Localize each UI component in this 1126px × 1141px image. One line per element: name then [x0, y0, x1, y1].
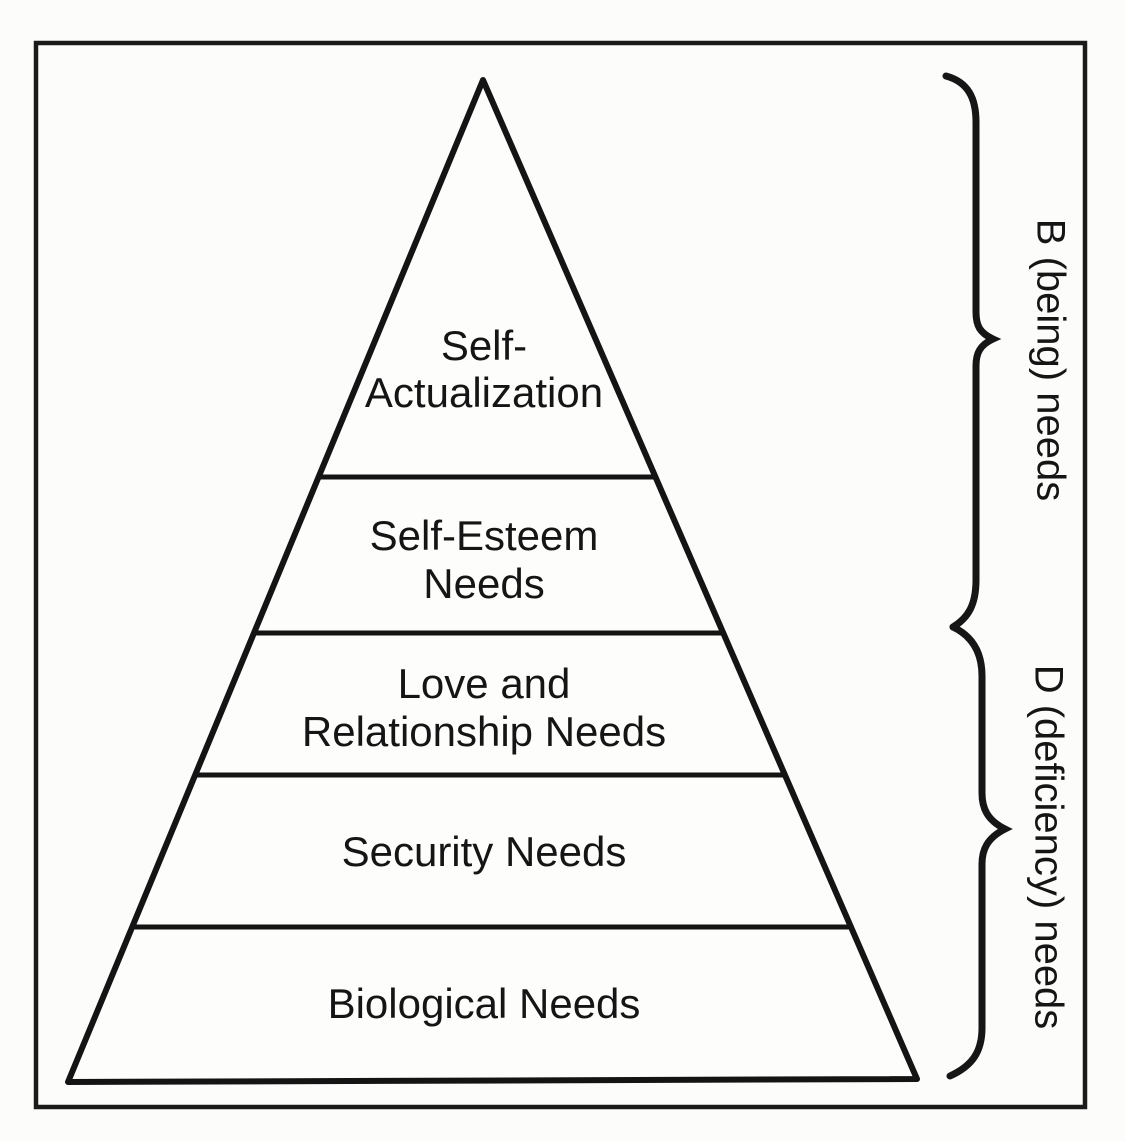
level-label-security: Security Needs [184, 828, 784, 875]
level-label-line: Actualization [364, 369, 604, 416]
frame-border [33, 40, 1088, 1110]
level-label-biological: Biological Needs [184, 980, 784, 1027]
brace-being-needs [942, 72, 1002, 631]
level-label-line: Love and [397, 660, 571, 707]
annotation-deficiency-needs: D (deficiency) needs [1026, 664, 1071, 1030]
level-label-line: Self-Esteem [369, 512, 599, 559]
level-label-self-actualization: Self- Actualization [184, 322, 784, 416]
pyramid-outline [65, 77, 920, 1085]
annotation-braces [942, 72, 1013, 1080]
level-label-line: Self- [440, 322, 528, 369]
level-label-line: Relationship Needs [301, 708, 667, 755]
level-label-love-relationship: Love and Relationship Needs [184, 660, 784, 756]
brace-deficiency-needs [946, 623, 1013, 1080]
level-label-line: Needs [423, 560, 545, 607]
level-label-line: Security Needs [341, 828, 627, 875]
level-dividers [132, 474, 852, 930]
level-label-line: Biological Needs [327, 980, 641, 1027]
level-label-self-esteem: Self-Esteem Needs [184, 512, 784, 608]
annotation-being-needs: B (being) needs [1028, 218, 1073, 502]
